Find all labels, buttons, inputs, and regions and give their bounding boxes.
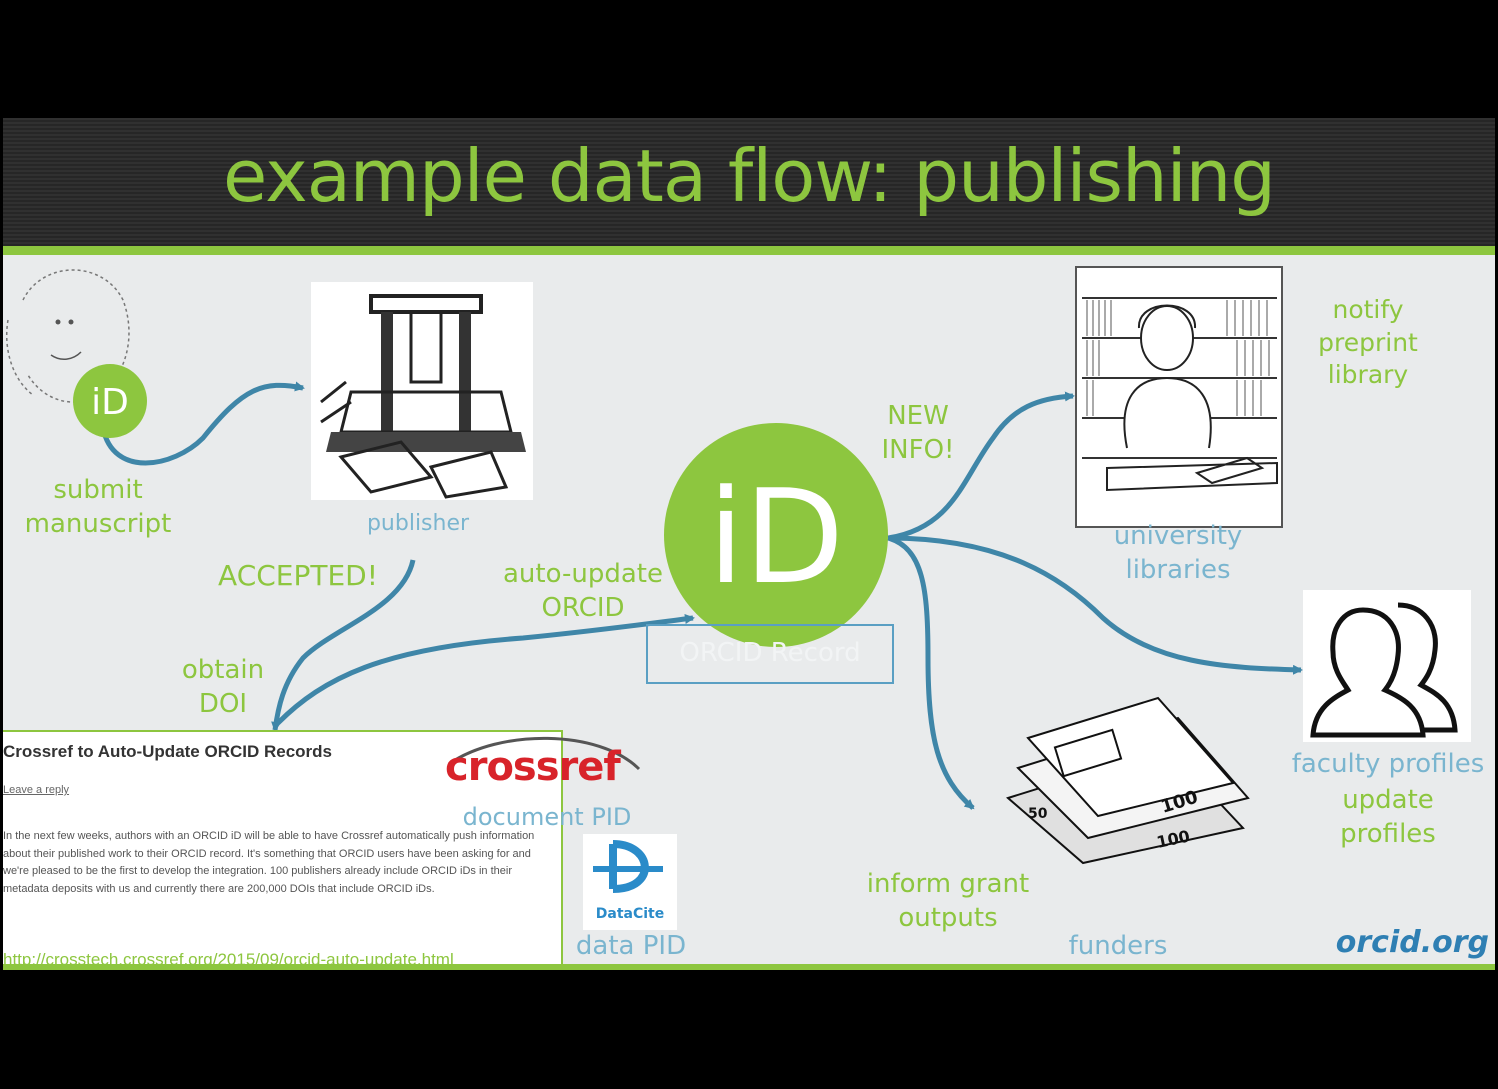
people-icon [1310,602,1458,738]
publisher-label: publisher [366,511,470,536]
auto-update-label: auto-update ORCID [503,559,663,623]
printing-press-icon [320,294,526,499]
accepted-label: ACCEPTED! [218,559,378,592]
university-libraries-label: university libraries [1113,521,1243,585]
update-profiles-label: update profiles [1340,785,1436,849]
bottom-rule [3,964,1495,970]
arrow-orcid-to-funders [887,535,975,810]
slide-header: example data flow: publishing [3,118,1495,246]
submit-manuscript-label: submit manuscript [24,475,172,539]
orcid-icon: iD [664,423,888,647]
small-id-glyph: iD [91,382,129,423]
obtain-doi-label: obtain DOI [181,655,265,719]
slide: example data flow: publishing iD submit … [3,118,1495,970]
crossref-blog-title: Crossref to Auto-Update ORCID Records [3,742,333,761]
author-sketch [6,269,130,403]
arrow-orcid-to-faculty [887,535,1303,675]
crossref-blog-reply-link[interactable]: Leave a reply [3,784,70,796]
big-id-glyph: iD [708,461,844,613]
publisher-illustration [311,282,533,500]
arrow-author-to-publisher [100,381,305,466]
new-info-label: NEW INFO! [881,401,955,465]
funders-label: funders [1068,931,1168,961]
library-illustration [1075,266,1283,528]
svg-text:50: 50 [1028,806,1048,822]
data-pid-label: data PID [575,931,687,961]
librarian-icon [1082,297,1278,492]
orcid-url-label[interactable]: orcid.org [1335,925,1489,960]
arrow-crossref-to-orcid [276,614,695,725]
crossref-blog-body: In the next few weeks, authors with an O… [3,830,535,895]
faculty-profiles-label: faculty profiles [1291,749,1485,779]
faculty-illustration [1303,590,1471,742]
inform-grant-label: inform grant outputs [866,869,1030,933]
slide-title: example data flow: publishing [223,134,1276,218]
orcid-record-label: ORCID Record [679,638,861,668]
notify-label: notify preprint library [1318,295,1418,389]
datacite-logo: DataCite [583,834,677,930]
money-icon: 100 100 50 [1005,696,1250,865]
crossref-swoosh-icon [448,736,641,771]
title-rule [3,246,1495,255]
orcid-record-box: ORCID Record [646,624,894,684]
flow-arrows [100,381,1303,810]
document-pid-label: document PID [462,803,632,831]
arrow-orcid-to-libraries [887,391,1075,541]
crossref-wordmark: crossref [445,744,621,790]
orcid-small-icon: iD [73,364,147,438]
arrow-publisher-to-crossref [271,559,416,732]
datacite-icon [593,840,663,893]
datacite-wordmark: DataCite [595,906,665,922]
crossref-logo: crossref [439,734,649,804]
